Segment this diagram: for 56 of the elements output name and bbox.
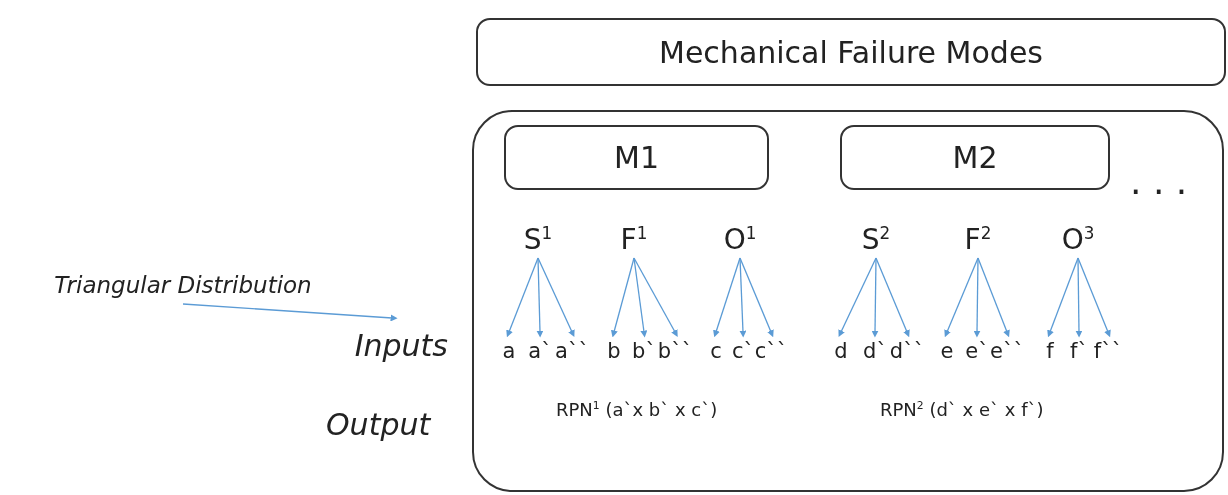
input-value: f`` [1093,340,1123,364]
arrow [182,303,398,322]
arrow [536,257,544,338]
arrow [875,257,910,338]
arrow [1047,257,1079,338]
input-value: a` [528,340,552,364]
parameter-symbol: O$^{3}$ [1061,223,1095,257]
ellipsis: . . . [1130,162,1188,202]
input-value: e`` [990,340,1024,364]
input-value: b [607,340,621,364]
parameter-symbol: F$^{1}$ [620,223,648,257]
input-value: a`` [555,340,589,364]
input-value: e` [965,340,989,364]
title-box [476,18,1226,86]
formula-text: RPN$^{1}$ (a`x b` x c`) [556,400,718,420]
parameter-symbol: S$^{1}$ [523,223,553,257]
input-value: e [940,340,954,364]
arrow [713,257,741,338]
arrow [611,257,635,338]
input-value: c [710,340,722,364]
input-value: d [834,340,848,364]
arrow [739,257,774,338]
arrow [838,257,877,338]
box-label: Mechanical Failure Modes [659,35,1043,69]
arrow [944,257,979,338]
box-label: M2 [952,141,998,174]
input-value: a [502,340,516,364]
arrow [739,257,747,338]
arrow [871,257,879,338]
input-value: b`` [657,340,693,364]
arrow [633,257,678,337]
arrow [633,257,648,338]
arrow [973,257,981,338]
box-label: M1 [614,141,659,174]
mode-box [504,125,769,190]
parameter-symbol: O$^{1}$ [723,223,757,257]
input-value: c`` [754,340,788,364]
annotation-text: Triangular Distribution [54,273,312,299]
row-label: Inputs [354,328,448,362]
parameter-symbol: S$^{2}$ [861,223,891,257]
arrow [506,257,539,338]
arrow [977,257,1010,338]
arrow [1077,257,1111,338]
parameter-symbol: F$^{2}$ [964,223,992,257]
input-value: d` [863,340,887,364]
arrow [1075,257,1083,338]
group-container [472,110,1224,492]
input-value: c` [731,340,754,364]
input-value: b` [632,340,656,364]
input-value: f [1046,340,1054,364]
arrow [537,257,575,338]
row-label: Output [326,408,431,441]
input-value: f` [1070,340,1088,364]
input-value: d`` [889,340,925,364]
formula-text: RPN$^{2}$ (d` x e` x f`) [880,400,1044,420]
mode-box [840,125,1110,190]
